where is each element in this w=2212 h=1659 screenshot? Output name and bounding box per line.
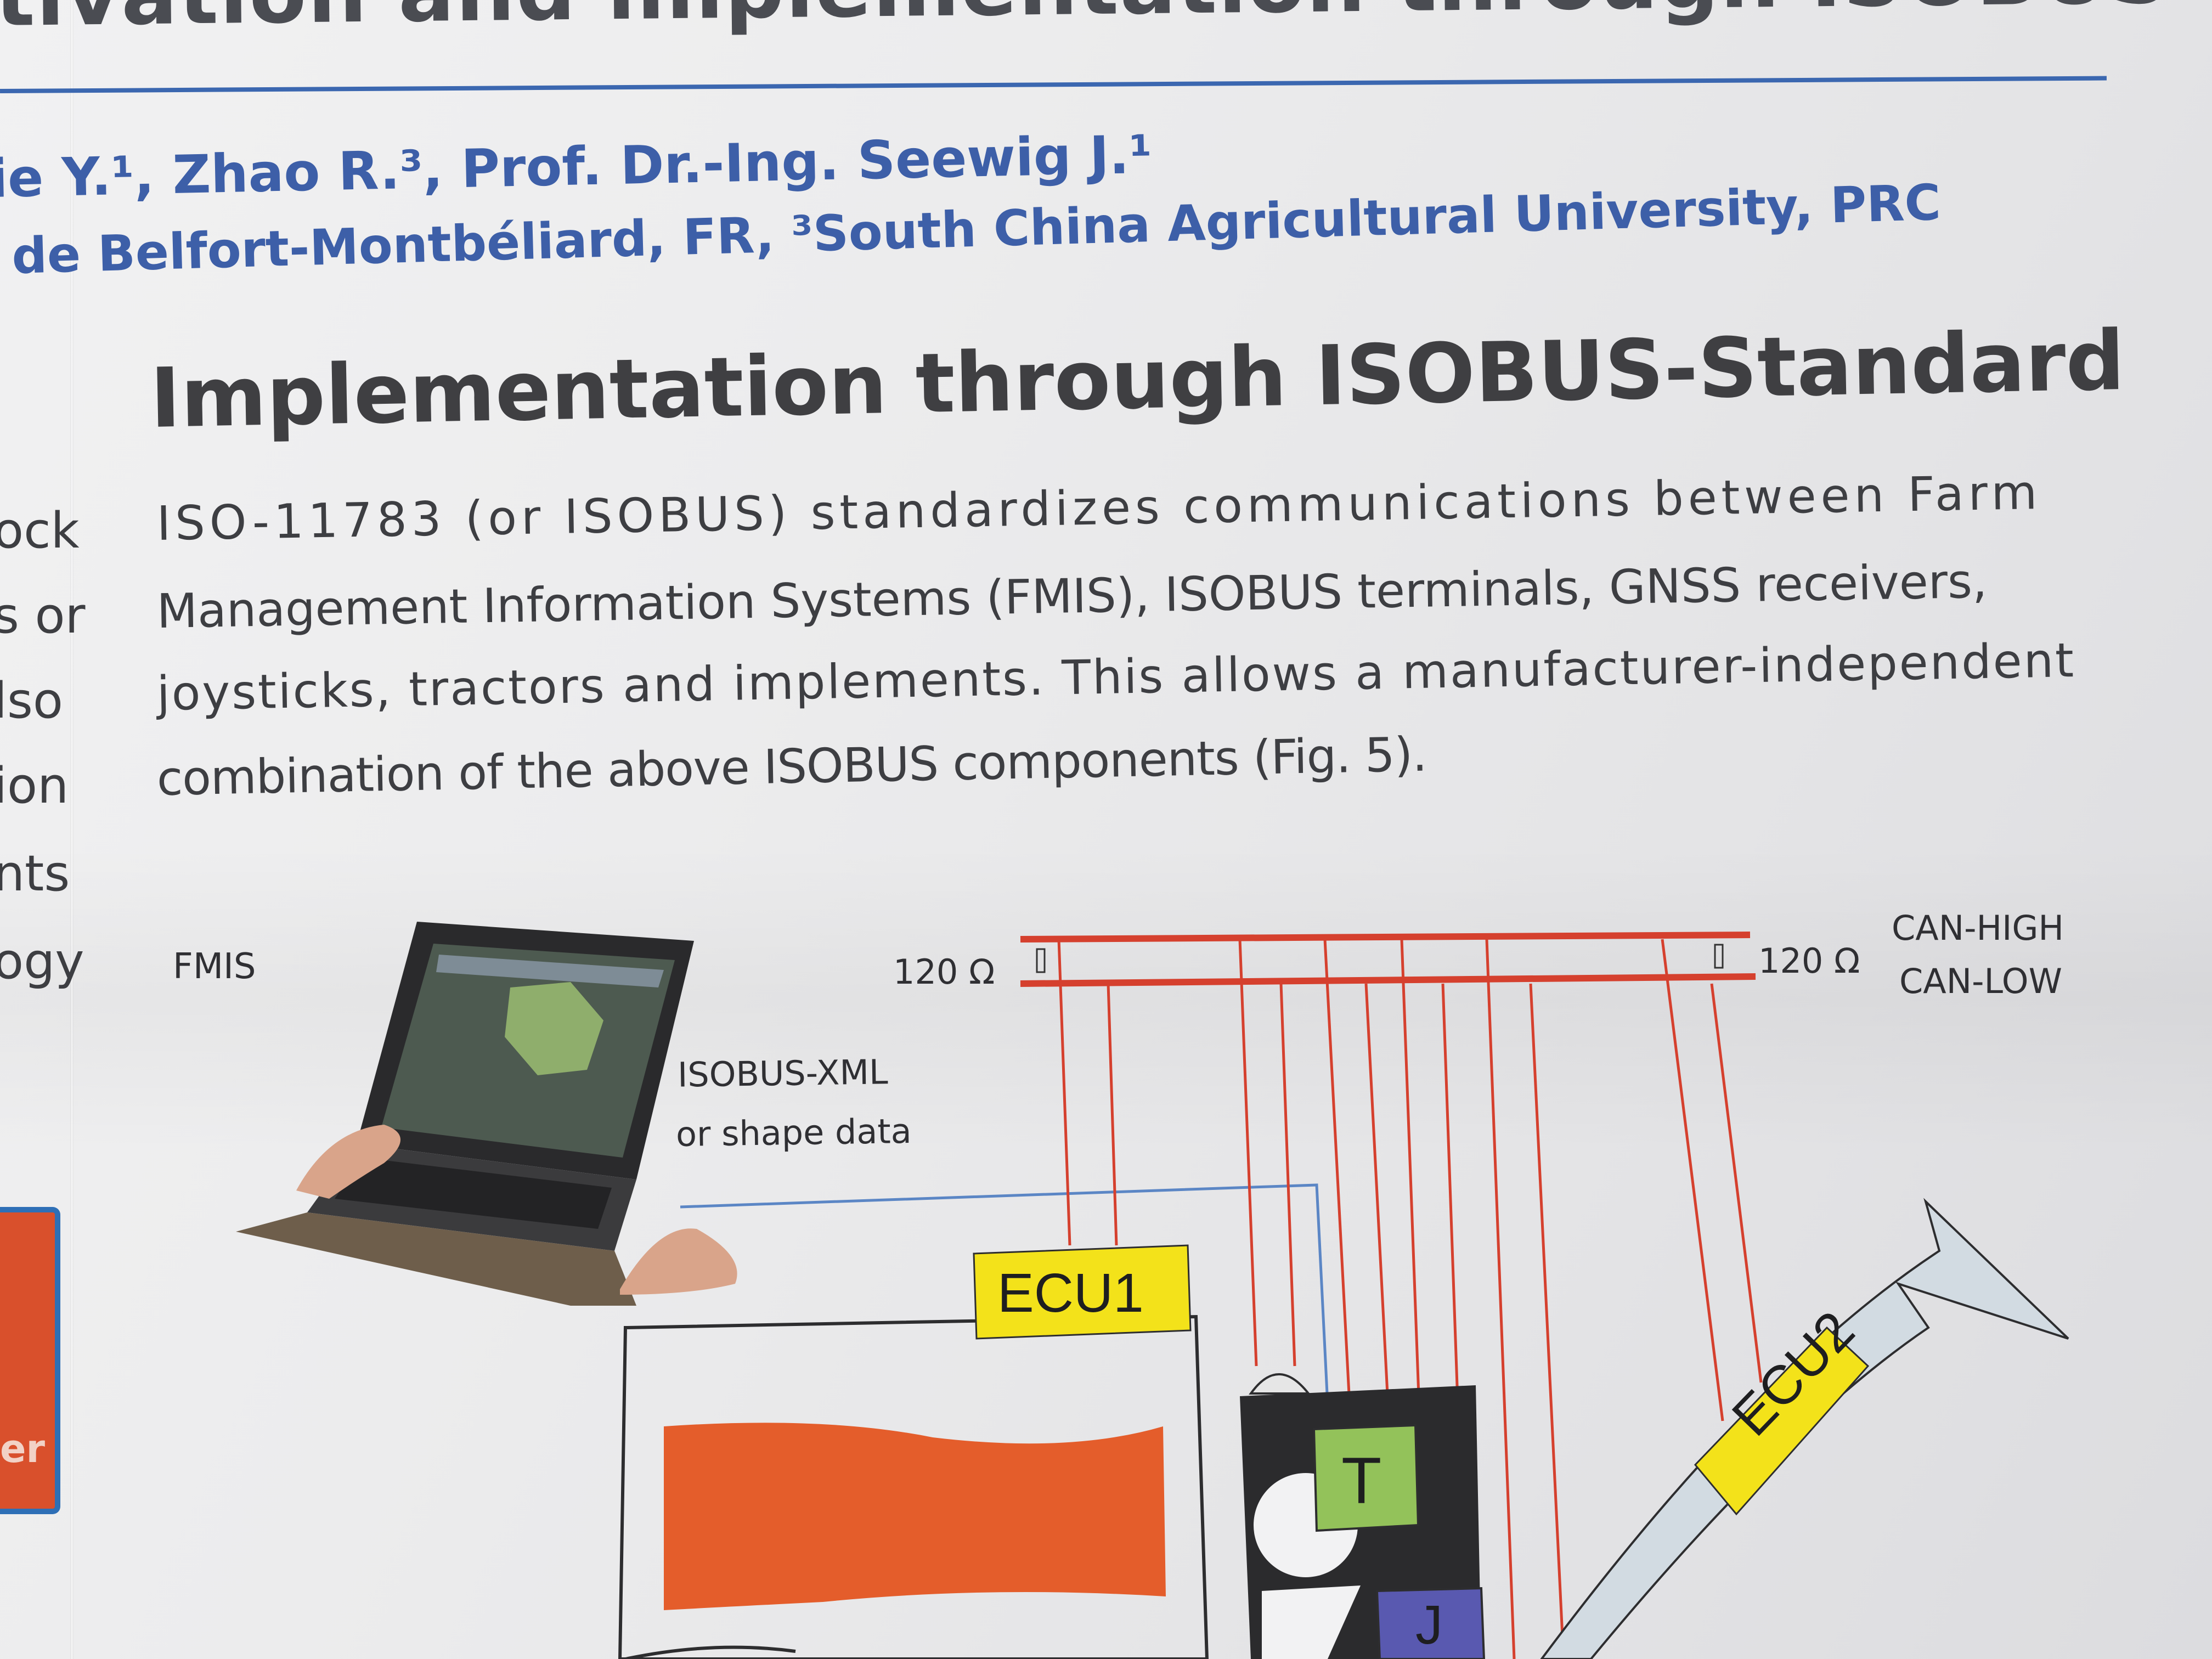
xml-label-line-1: ISOBUS-XML [677, 1052, 889, 1095]
left-red-panel [0, 1207, 60, 1514]
tractor-cabin [1240, 1373, 1486, 1659]
fmis-label: FMIS [173, 946, 256, 987]
implement-body [618, 1314, 1209, 1659]
poster-fold [70, 0, 74, 1659]
left-column-fragment: s or [0, 587, 86, 645]
left-column-fragment: ion [0, 757, 69, 815]
ecu1-box [973, 1244, 1192, 1340]
can-high-label: CAN-HIGH [1892, 908, 2064, 948]
hand-icon [296, 1125, 737, 1295]
left-column-fragment: ock [0, 502, 80, 560]
ecu1-label: ECU1 [997, 1262, 1144, 1324]
resistor-right-icon [1714, 944, 1724, 969]
laptop-icon [236, 922, 694, 1306]
left-column-fragment: ogy [0, 933, 84, 990]
can-bus [1020, 932, 1763, 1659]
ecu2-arrow [1540, 1198, 2069, 1659]
xml-label-line-2: or shape data [675, 1111, 912, 1154]
joystick-box [1375, 1587, 1486, 1659]
joystick-label: J [1415, 1594, 1443, 1656]
resistor-left-label: 120 Ω [893, 952, 995, 992]
resistor-left-icon [1036, 948, 1046, 973]
resistor-right-label: 120 Ω [1758, 941, 1860, 981]
left-column-fragment: lso [0, 672, 63, 730]
left-red-panel-text: er [0, 1426, 45, 1471]
terminal-box [1312, 1424, 1420, 1532]
terminal-label: T [1341, 1444, 1382, 1517]
can-low-label: CAN-LOW [1899, 961, 2062, 1001]
ecu2-box [1694, 1326, 1870, 1516]
left-column-fragment: nts [0, 845, 70, 902]
